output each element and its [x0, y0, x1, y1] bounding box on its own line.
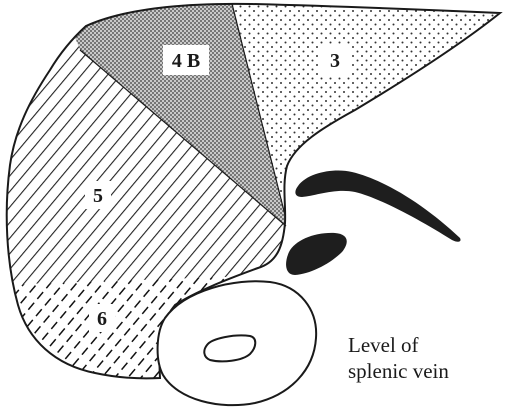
caption-line-2: splenic vein: [348, 359, 449, 383]
caption-line-1: Level of: [348, 333, 419, 357]
segment-label-3: 3: [330, 50, 340, 72]
segment-label-6: 6: [97, 308, 107, 330]
segment-label-4b: 4 B: [172, 50, 200, 72]
segment-label-5: 5: [93, 185, 103, 207]
